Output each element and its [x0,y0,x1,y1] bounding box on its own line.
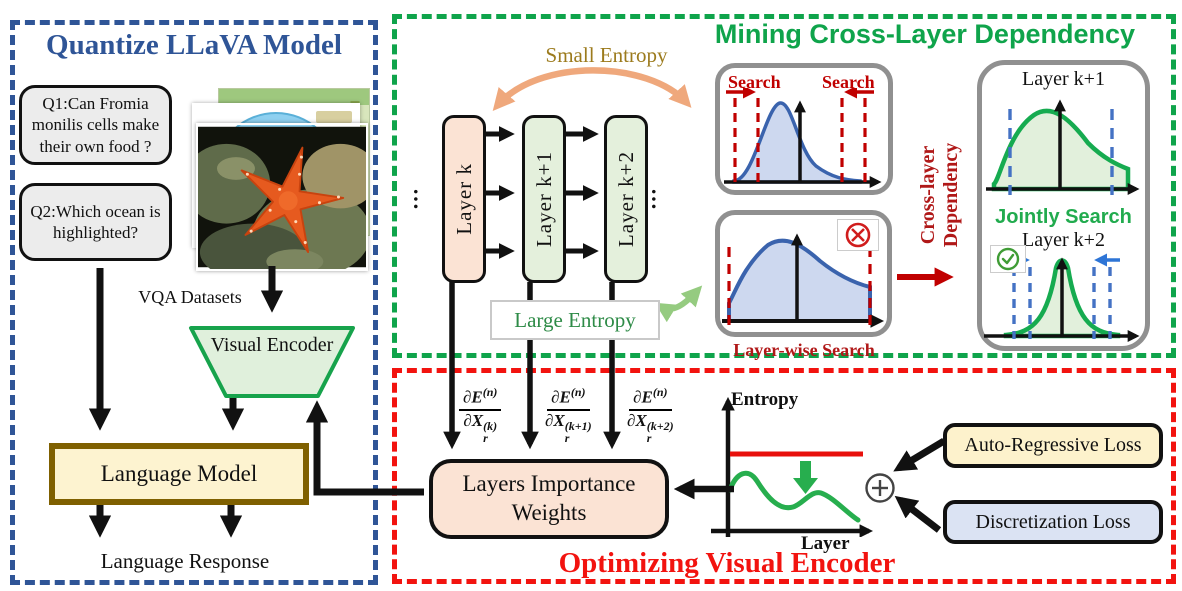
quantize-llava-panel: Quantize LLaVA Model Q1:Can Fromia monil… [10,20,378,585]
starfish-photo [196,123,368,271]
question-1-box: Q1:Can Fromia monilis cells make their o… [19,85,172,165]
optimizing-panel-title: Optimizing Visual Encoder [558,547,896,579]
layer-k-label: Layer k [451,163,476,235]
entropy-axis-label: Entropy [731,389,799,410]
joint-layer-k1-label: Layer k+1 [1022,68,1105,90]
search-range-lines [733,98,867,188]
question-1-text: Q1:Can Fromia monilis cells make their o… [31,94,160,156]
auto-regressive-loss-label: Auto-Regressive Loss [964,434,1142,456]
layer-k1-box: Layer k+1 [522,115,566,283]
ellipsis-right: … [647,188,672,212]
fixed-range-lines [727,247,872,327]
cross-icon [837,219,879,251]
layers-importance-weights-label: Layers Importance Weights [462,471,636,525]
layer-k2-label: Layer k+2 [613,150,638,248]
language-response-label: Language Response [100,549,270,573]
search-label-right: Search [822,72,875,92]
jointly-search-box: Layer k+1 Jointly Search Layer k+2 [977,60,1150,351]
large-entropy-label-box: Large Entropy [490,300,660,340]
wide-distribution-box [715,210,892,337]
narrow-distribution-plot [724,88,882,188]
entropy-curve [727,470,861,523]
vqa-datasets-label: VQA Datasets [138,287,242,307]
question-2-box: Q2:Which ocean is highlighted? [19,183,172,261]
visual-encoder-trapezoid [189,326,355,398]
mining-panel-title: Mining Cross-Layer Dependency [714,19,1135,49]
narrow-distribution-box: Search Search [715,63,893,195]
check-icon [990,245,1026,273]
layers-importance-weights-box: Layers Importance Weights [429,459,669,539]
plus-circle-icon [865,473,895,503]
gradient-formula-k1: ∂E(n) ∂X(k+1)r [545,385,592,445]
optimizing-panel: ∂E(n) ∂X(k)r ∂E(n) ∂X(k+1)r ∂E(n) ∂X(k+2… [392,368,1176,584]
entropy-decrease-arrow [793,461,818,494]
search-label-left: Search [728,72,781,92]
joint-range-lines-top [1008,109,1114,195]
quantize-panel-title: Quantize LLaVA Model [46,29,342,61]
gradient-formula-k: ∂E(n) ∂X(k)r [459,385,502,444]
question-2-text: Q2:Which ocean is highlighted? [30,201,161,242]
ellipsis-left: … [409,188,434,212]
layer-axis-label: Layer [801,533,850,554]
joint-layer-k2-label: Layer k+2 [1022,229,1105,251]
gradient-formula-k2: ∂E(n) ∂X(k+2)r [627,385,674,445]
auto-regressive-loss-box: Auto-Regressive Loss [943,423,1163,468]
discretization-loss-label: Discretization Loss [975,510,1131,533]
layer-k1-label: Layer k+1 [531,150,556,248]
cross-layer-dependency-label: Cross-layer Dependency [917,142,962,248]
layer-k2-box: Layer k+2 [604,115,648,283]
layer-wise-search-label: Layer-wise Search [733,340,875,360]
small-entropy-label: Small Entropy [545,43,668,67]
visual-encoder-node: Visual Encoder [187,325,357,399]
visual-encoder-label: Visual Encoder [210,334,334,356]
discretization-loss-box: Discretization Loss [943,500,1163,544]
language-model-node: Language Model [49,443,309,505]
mining-panel: Mining Cross-Layer Dependency Small Entr… [392,14,1176,360]
language-model-label: Language Model [100,461,258,486]
joint-range-lines-bottom [1012,267,1112,339]
large-entropy-label: Large Entropy [514,307,636,332]
layer-k-box: Layer k [442,115,486,283]
vqa-image-stack [190,85,388,297]
jointly-search-label: Jointly Search [995,206,1132,228]
entropy-layer-plot [711,396,874,537]
wide-distribution-plot [722,233,885,328]
joint-wide-distribution-plot [986,99,1140,195]
